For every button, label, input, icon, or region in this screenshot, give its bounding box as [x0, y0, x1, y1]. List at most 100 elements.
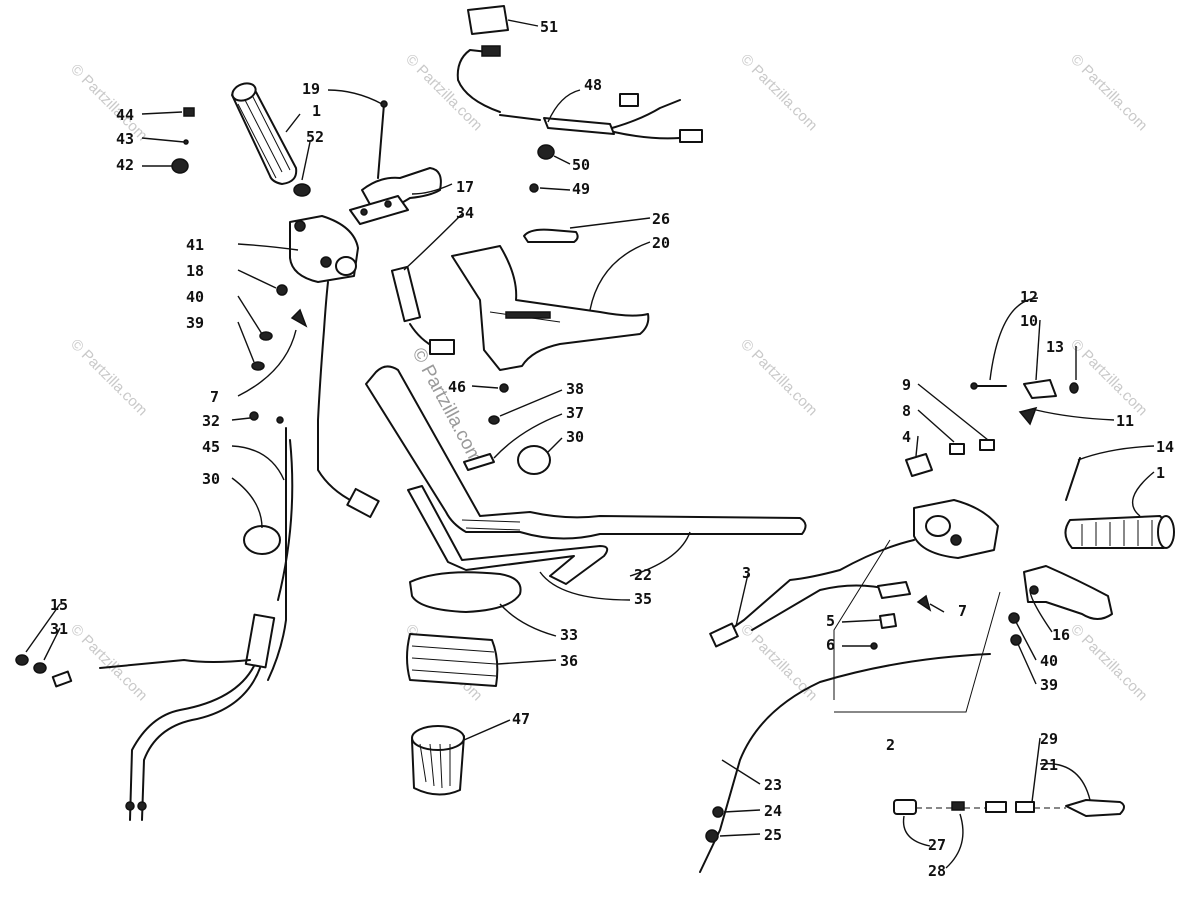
callout-19: 19 — [302, 80, 320, 98]
adjuster-25 — [705, 829, 719, 843]
callout-46: 46 — [448, 378, 466, 396]
callout-14: 14 — [1156, 438, 1174, 456]
harness-48-plug-a — [619, 93, 639, 107]
switch-body — [877, 581, 911, 599]
bracket-2-line-b — [834, 591, 1001, 713]
sleeve-29 — [985, 801, 1007, 813]
clamp-30b — [243, 525, 281, 555]
spring-28 — [951, 801, 965, 811]
pad-26 — [523, 228, 579, 243]
callout-44: 44 — [116, 106, 134, 124]
screw-49 — [529, 183, 539, 193]
ferrule-24 — [712, 806, 724, 818]
nut-38 — [488, 415, 500, 425]
brace-35 — [407, 485, 609, 585]
nut-39b — [1010, 634, 1022, 646]
callout-47: 47 — [512, 710, 530, 728]
bolt-19 — [377, 103, 385, 179]
watermark-text: © Partzilla.com — [1067, 51, 1150, 134]
callout-34: 34 — [456, 204, 474, 222]
brake-lever-16 — [1023, 565, 1113, 620]
callout-13: 13 — [1046, 338, 1064, 356]
screw-7a — [290, 308, 308, 328]
callout-22: 22 — [634, 566, 652, 584]
washer-43 — [183, 139, 189, 145]
callout-28: 28 — [928, 862, 946, 880]
watermark-text: © Partzilla.com — [737, 336, 820, 419]
watermark-text: © Partzilla.com — [1067, 336, 1150, 419]
callout-50: 50 — [572, 156, 590, 174]
clamp-10 — [1023, 379, 1057, 399]
nut-46 — [499, 383, 509, 393]
screw-7b — [916, 594, 932, 612]
callout-5: 5 — [826, 612, 835, 630]
callout-20: 20 — [652, 234, 670, 252]
leader-lines — [25, 19, 1155, 869]
bracket-17 — [349, 167, 442, 225]
harness-3-wire-a — [723, 539, 915, 635]
callout-37: 37 — [566, 404, 584, 422]
callout-11: 11 — [1116, 412, 1134, 430]
clamp-30a — [517, 445, 551, 475]
throttle-cable-main — [317, 281, 355, 503]
bracket-2-line-a — [833, 539, 891, 700]
washer-40 — [259, 331, 273, 341]
callout-15: 15 — [50, 596, 68, 614]
cable-end-45 — [276, 416, 284, 424]
callout-29: 29 — [1040, 730, 1058, 748]
handlebar-22 — [365, 365, 807, 540]
screw-18 — [276, 284, 288, 296]
callout-49: 49 — [572, 180, 590, 198]
block-37 — [463, 453, 495, 471]
callout-52: 52 — [306, 128, 324, 146]
clip-32 — [249, 411, 259, 421]
insert-9 — [979, 439, 995, 451]
connector-51 — [481, 45, 501, 57]
harness-48-wire-b — [613, 131, 681, 140]
throttle-housing-41 — [289, 215, 359, 283]
strap-33 — [409, 571, 522, 613]
callout-2: 2 — [886, 736, 895, 754]
harness-48-wire-a — [611, 99, 681, 129]
callout-7: 7 — [210, 388, 219, 406]
harness-48-plug-b — [679, 129, 703, 143]
nut-15 — [15, 654, 29, 666]
callout-9: 9 — [902, 376, 911, 394]
callout-36: 36 — [560, 652, 578, 670]
callout-7: 7 — [958, 602, 967, 620]
callout-31: 31 — [50, 620, 68, 638]
callout-10: 10 — [1020, 312, 1038, 330]
callout-39: 39 — [186, 314, 204, 332]
callout-39: 39 — [1040, 676, 1058, 694]
callout-38: 38 — [566, 380, 584, 398]
switch-housing-right — [905, 453, 999, 559]
grip-right-1 — [1064, 515, 1175, 549]
pad-36 — [406, 633, 499, 687]
watermark-text: © Partzilla.com — [67, 621, 150, 704]
watermark-text: © Partzilla.com — [1067, 621, 1150, 704]
decal-51 — [467, 5, 509, 35]
brake-cable-23 — [699, 653, 991, 873]
watermark-text: © Partzilla.com — [737, 621, 820, 704]
nut-13 — [1069, 382, 1079, 394]
connector-3 — [709, 622, 739, 648]
callout-30: 30 — [566, 428, 584, 446]
watermark-text: © Partzilla.com — [402, 51, 485, 134]
callout-1: 1 — [312, 102, 321, 120]
callout-17: 17 — [456, 178, 474, 196]
washer-31 — [33, 662, 47, 674]
grip-left-1 — [231, 82, 298, 185]
callout-3: 3 — [742, 564, 751, 582]
callout-43: 43 — [116, 130, 134, 148]
watermark-text: © Partzilla.com — [67, 61, 150, 144]
spring-11 — [1018, 406, 1038, 426]
callout-12: 12 — [1020, 288, 1038, 306]
callout-16: 16 — [1052, 626, 1070, 644]
callout-40: 40 — [1040, 652, 1058, 670]
wire-lead-51 — [456, 49, 501, 113]
callout-35: 35 — [634, 590, 652, 608]
callout-33: 33 — [560, 626, 578, 644]
washer-40b — [1008, 612, 1020, 624]
